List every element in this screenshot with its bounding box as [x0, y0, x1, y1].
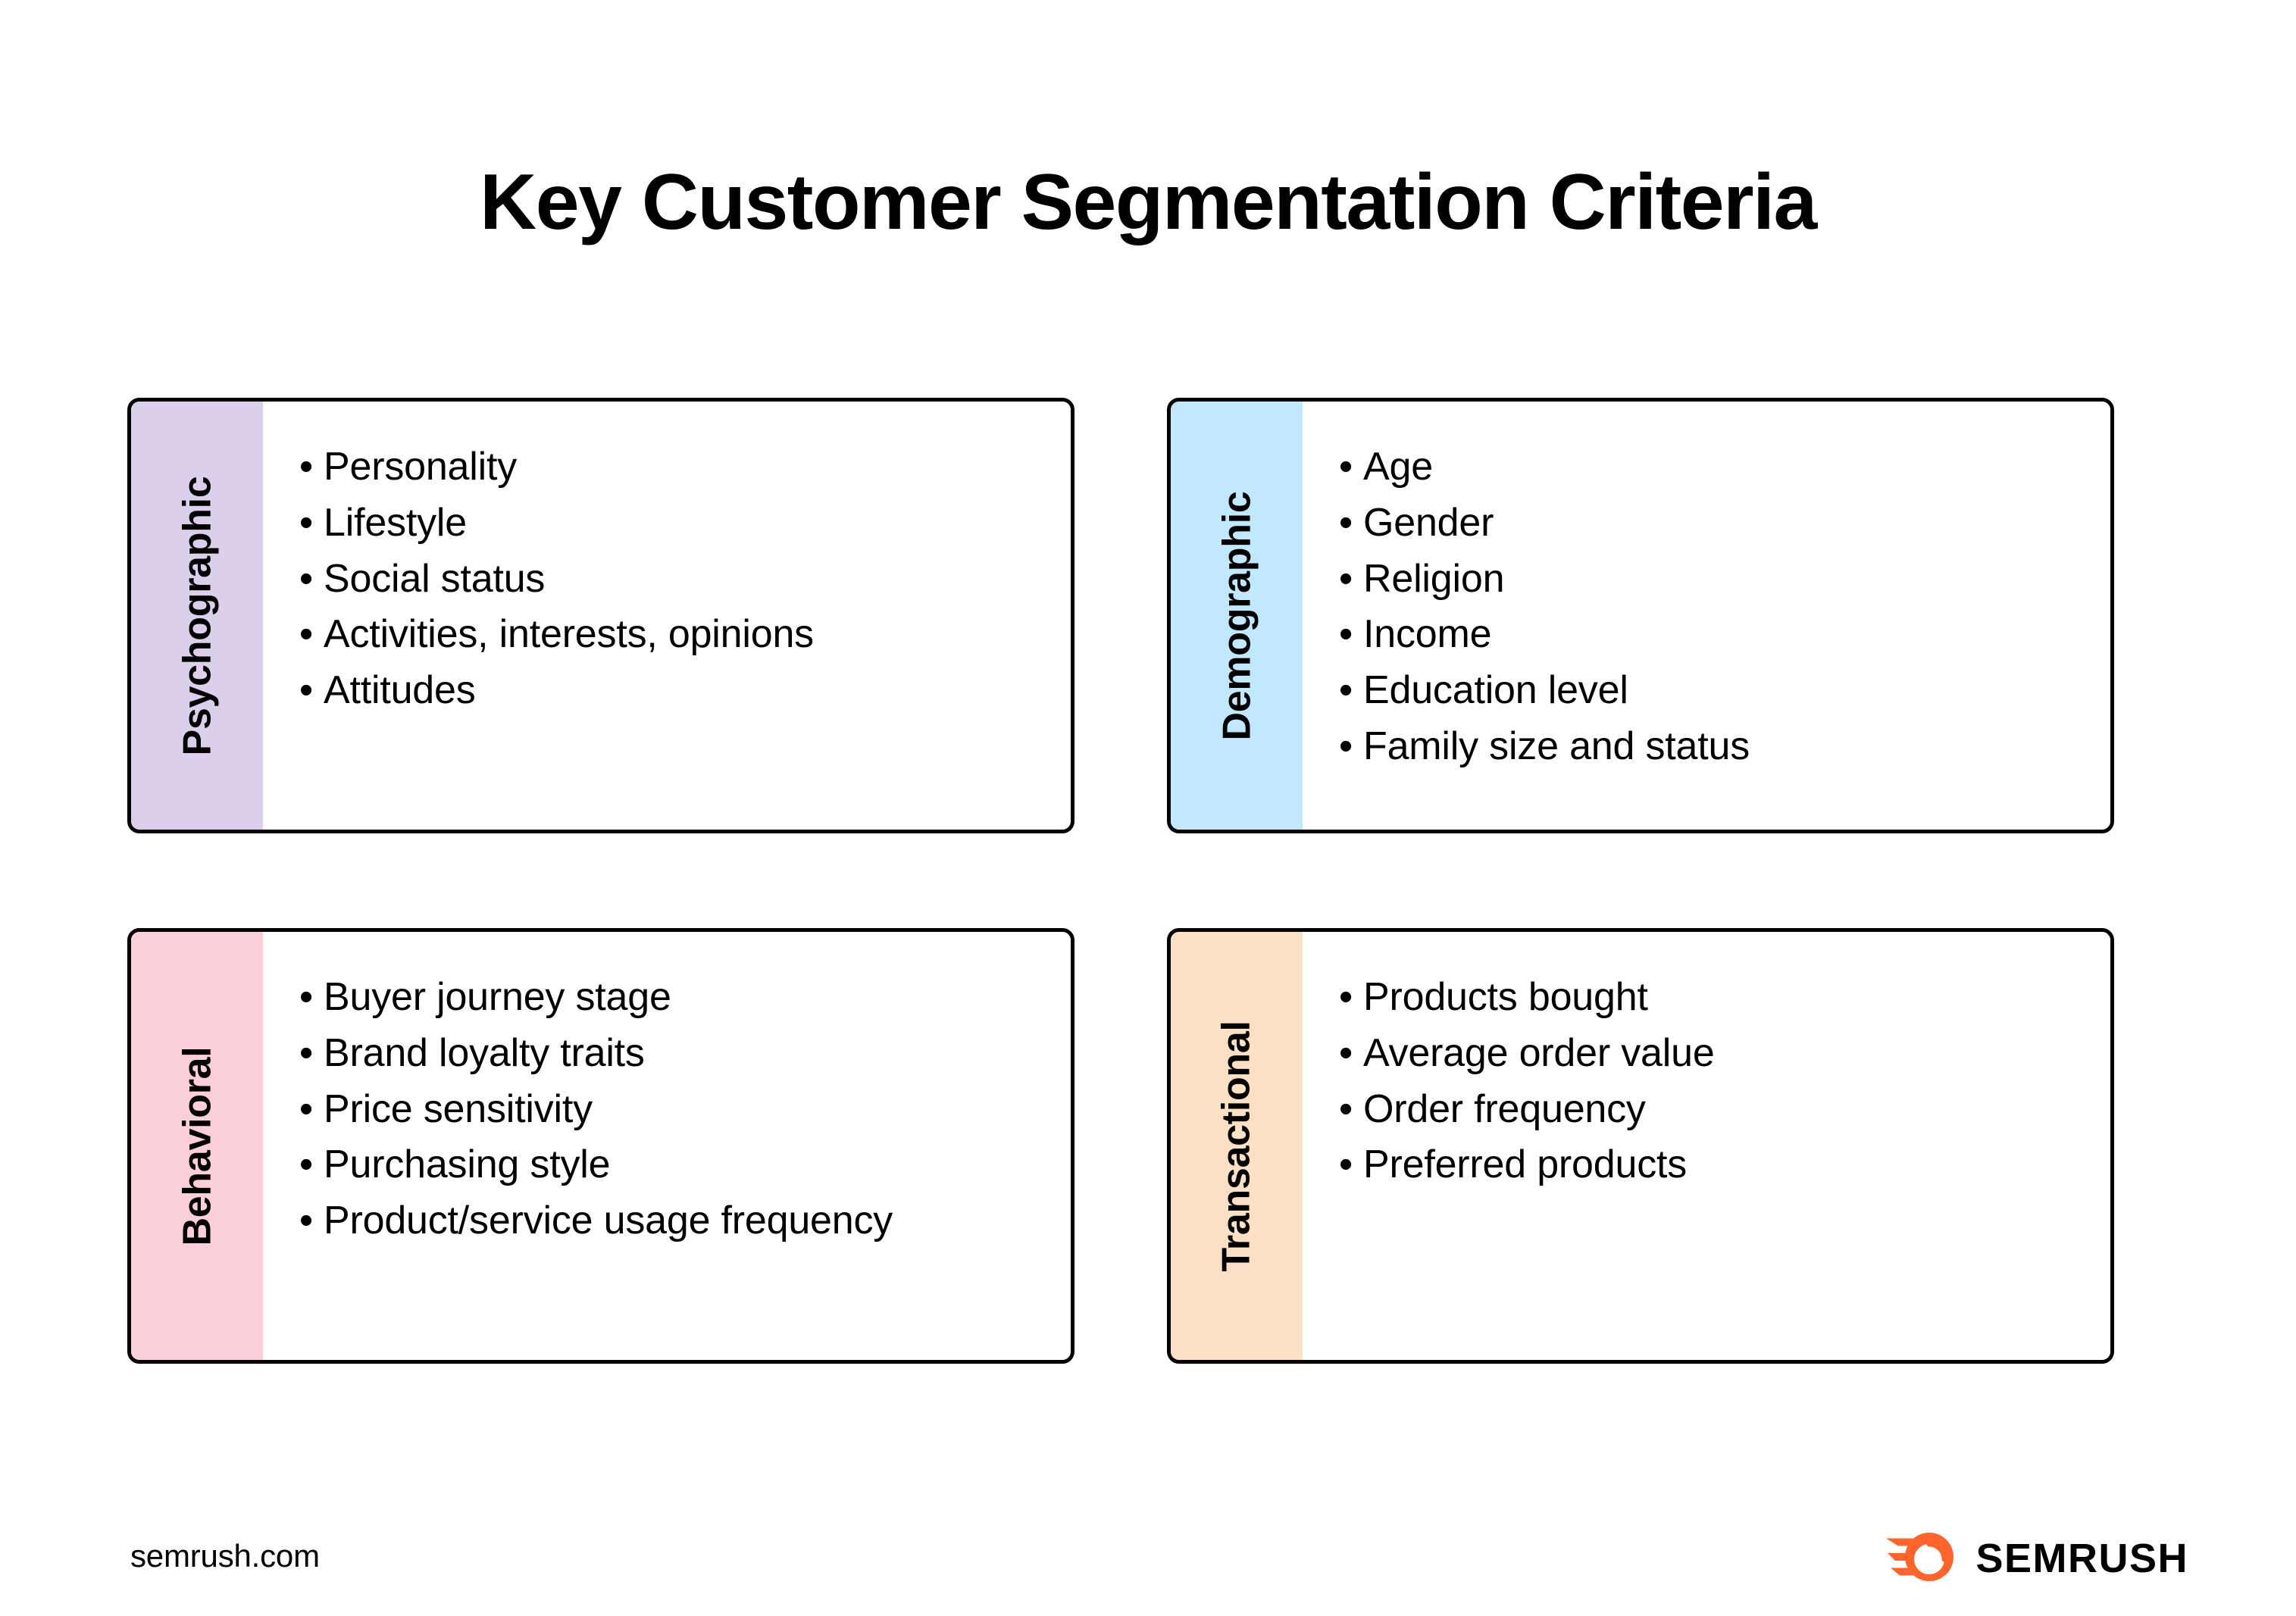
list-item-label: Age — [1363, 445, 1433, 489]
list-item: • Activities, interests, opinions — [299, 607, 1040, 663]
list-item: • Family size and status — [1339, 719, 2080, 775]
card-body-demographic: • Age • Gender • Religion • Income — [1303, 402, 2110, 830]
list-item-label: Buyer journey stage — [324, 975, 671, 1019]
list-item-label: Gender — [1363, 500, 1494, 545]
list-item: • Social status — [299, 552, 1040, 608]
page-title: Key Customer Segmentation Criteria — [480, 158, 1817, 246]
bullet-icon: • — [299, 612, 314, 657]
card-body-psychographic: • Personality • Lifestyle • Social statu… — [263, 402, 1071, 830]
bullet-icon: • — [1339, 1142, 1353, 1187]
bullet-icon: • — [299, 1142, 314, 1187]
list-item-label: Social status — [324, 556, 546, 601]
list-item-label: Lifestyle — [324, 500, 467, 545]
list-item: • Order frequency — [1339, 1082, 2080, 1138]
semrush-comet-icon — [1886, 1533, 1954, 1581]
list-item-label: Personality — [324, 445, 518, 489]
card-band-transactional: Transactional — [1171, 932, 1303, 1360]
list-item: • Religion — [1339, 552, 2080, 608]
bullet-icon: • — [1339, 445, 1353, 489]
list-item-label: Product/service usage frequency — [324, 1199, 893, 1243]
list-item-label: Average order value — [1363, 1030, 1715, 1075]
card-body-behavioral: • Buyer journey stage • Brand loyalty tr… — [263, 932, 1071, 1360]
list-item: • Age — [1339, 439, 2080, 495]
bullet-icon: • — [1339, 1086, 1353, 1131]
bullet-icon: • — [1339, 975, 1353, 1019]
criteria-list-behavioral: • Buyer journey stage • Brand loyalty tr… — [299, 970, 1040, 1249]
bullet-icon: • — [299, 1086, 314, 1131]
list-item: • Attitudes — [299, 663, 1040, 719]
list-item-label: Purchasing style — [324, 1142, 611, 1187]
semrush-logo: SEMRUSH — [1886, 1532, 2188, 1585]
list-item: • Purchasing style — [299, 1137, 1040, 1193]
card-label-behavioral: Behavioral — [175, 1046, 219, 1246]
list-item-label: Attitudes — [324, 668, 476, 713]
bullet-icon: • — [1339, 668, 1353, 713]
card-label-demographic: Demographic — [1215, 491, 1259, 740]
bullet-icon: • — [1339, 556, 1353, 601]
bullet-icon: • — [299, 556, 314, 601]
bullet-icon: • — [1339, 724, 1353, 769]
card-body-transactional: • Products bought • Average order value … — [1303, 932, 2110, 1360]
bullet-icon: • — [299, 500, 314, 545]
list-item: • Price sensitivity — [299, 1082, 1040, 1138]
list-item-label: Religion — [1363, 556, 1505, 601]
list-item: • Buyer journey stage — [299, 970, 1040, 1026]
list-item-label: Brand loyalty traits — [324, 1030, 645, 1075]
card-band-psychographic: Psychographic — [131, 402, 263, 830]
list-item: • Products bought — [1339, 970, 2080, 1026]
list-item-label: Price sensitivity — [324, 1086, 593, 1131]
card-demographic: Demographic • Age • Gender • Religion — [1167, 398, 2114, 833]
list-item: • Lifestyle — [299, 495, 1040, 552]
list-item: • Average order value — [1339, 1026, 2080, 1082]
list-item: • Product/service usage frequency — [299, 1193, 1040, 1249]
list-item-label: Products bought — [1363, 975, 1648, 1019]
bullet-icon: • — [299, 1030, 314, 1075]
card-band-behavioral: Behavioral — [131, 932, 263, 1360]
list-item: • Personality — [299, 439, 1040, 495]
list-item-label: Income — [1363, 612, 1492, 657]
list-item-label: Family size and status — [1363, 724, 1750, 769]
bullet-icon: • — [299, 445, 314, 489]
card-transactional: Transactional • Products bought • Averag… — [1167, 928, 2114, 1364]
list-item: • Income — [1339, 607, 2080, 663]
bullet-icon: • — [299, 668, 314, 713]
bullet-icon: • — [299, 1199, 314, 1243]
bullet-icon: • — [1339, 1030, 1353, 1075]
list-item: • Education level — [1339, 663, 2080, 719]
card-band-demographic: Demographic — [1171, 402, 1303, 830]
footer-source-url: semrush.com — [130, 1538, 320, 1574]
bullet-icon: • — [299, 975, 314, 1019]
list-item-label: Preferred products — [1363, 1142, 1688, 1187]
list-item-label: Activities, interests, opinions — [324, 612, 814, 657]
criteria-list-transactional: • Products bought • Average order value … — [1339, 970, 2080, 1193]
list-item-label: Order frequency — [1363, 1086, 1646, 1131]
card-label-psychographic: Psychographic — [175, 476, 220, 755]
bullet-icon: • — [1339, 612, 1353, 657]
card-label-transactional: Transactional — [1215, 1020, 1259, 1272]
list-item: • Gender — [1339, 495, 2080, 552]
card-behavioral: Behavioral • Buyer journey stage • Brand… — [127, 928, 1074, 1364]
segmentation-cards-grid: Psychographic • Personality • Lifestyle … — [127, 398, 2114, 1364]
criteria-list-demographic: • Age • Gender • Religion • Income — [1339, 439, 2080, 775]
card-psychographic: Psychographic • Personality • Lifestyle … — [127, 398, 1074, 833]
list-item: • Brand loyalty traits — [299, 1026, 1040, 1082]
semrush-wordmark: SEMRUSH — [1975, 1536, 2188, 1581]
bullet-icon: • — [1339, 500, 1353, 545]
list-item: • Preferred products — [1339, 1137, 2080, 1193]
criteria-list-psychographic: • Personality • Lifestyle • Social statu… — [299, 439, 1040, 719]
list-item-label: Education level — [1363, 668, 1628, 713]
